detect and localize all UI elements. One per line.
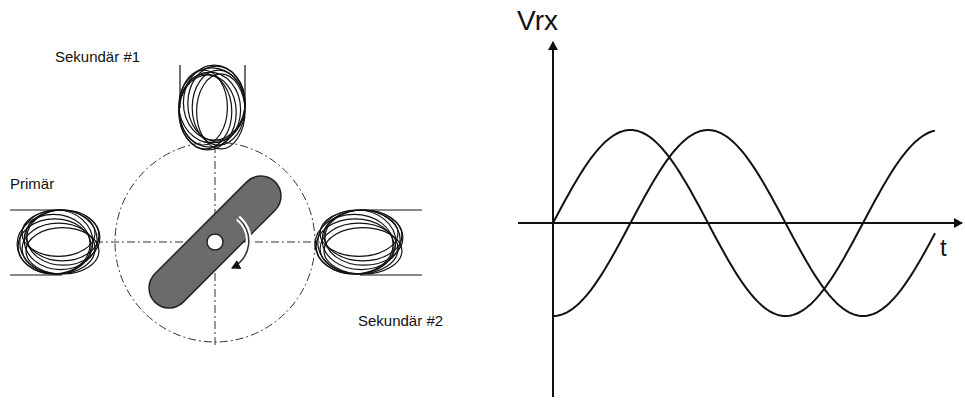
coil-winding xyxy=(188,66,245,141)
primary-coil xyxy=(10,210,100,275)
x-axis xyxy=(518,222,962,224)
rotation-arrow-halo xyxy=(232,218,249,268)
coil-label: Primär xyxy=(10,176,54,193)
coil-winding xyxy=(192,70,245,145)
rotor-bar xyxy=(141,168,289,316)
signal-curve xyxy=(553,130,935,316)
signal-curve xyxy=(553,130,935,316)
rotation-arrow xyxy=(232,218,249,268)
coil-label: Sekundär #2 xyxy=(358,313,443,330)
coil-winding xyxy=(197,74,245,149)
coil-winding xyxy=(18,219,91,274)
coil-winding xyxy=(316,219,394,274)
secondary-coil xyxy=(179,65,245,150)
y-axis xyxy=(552,42,554,397)
coil-label: Sekundär #1 xyxy=(55,49,140,66)
coil-winding xyxy=(320,223,398,274)
coil-lead xyxy=(180,65,245,108)
coil-lead xyxy=(360,210,422,275)
axis-label: Vrx xyxy=(517,6,558,37)
shaft-hole xyxy=(207,234,223,250)
coil-winding xyxy=(22,223,95,274)
secondary-coil xyxy=(315,210,422,275)
rotor xyxy=(141,168,289,316)
coil-winding xyxy=(26,228,99,274)
axis-label: t xyxy=(940,235,947,261)
coil-lead xyxy=(10,210,62,275)
coil-winding xyxy=(324,228,402,274)
